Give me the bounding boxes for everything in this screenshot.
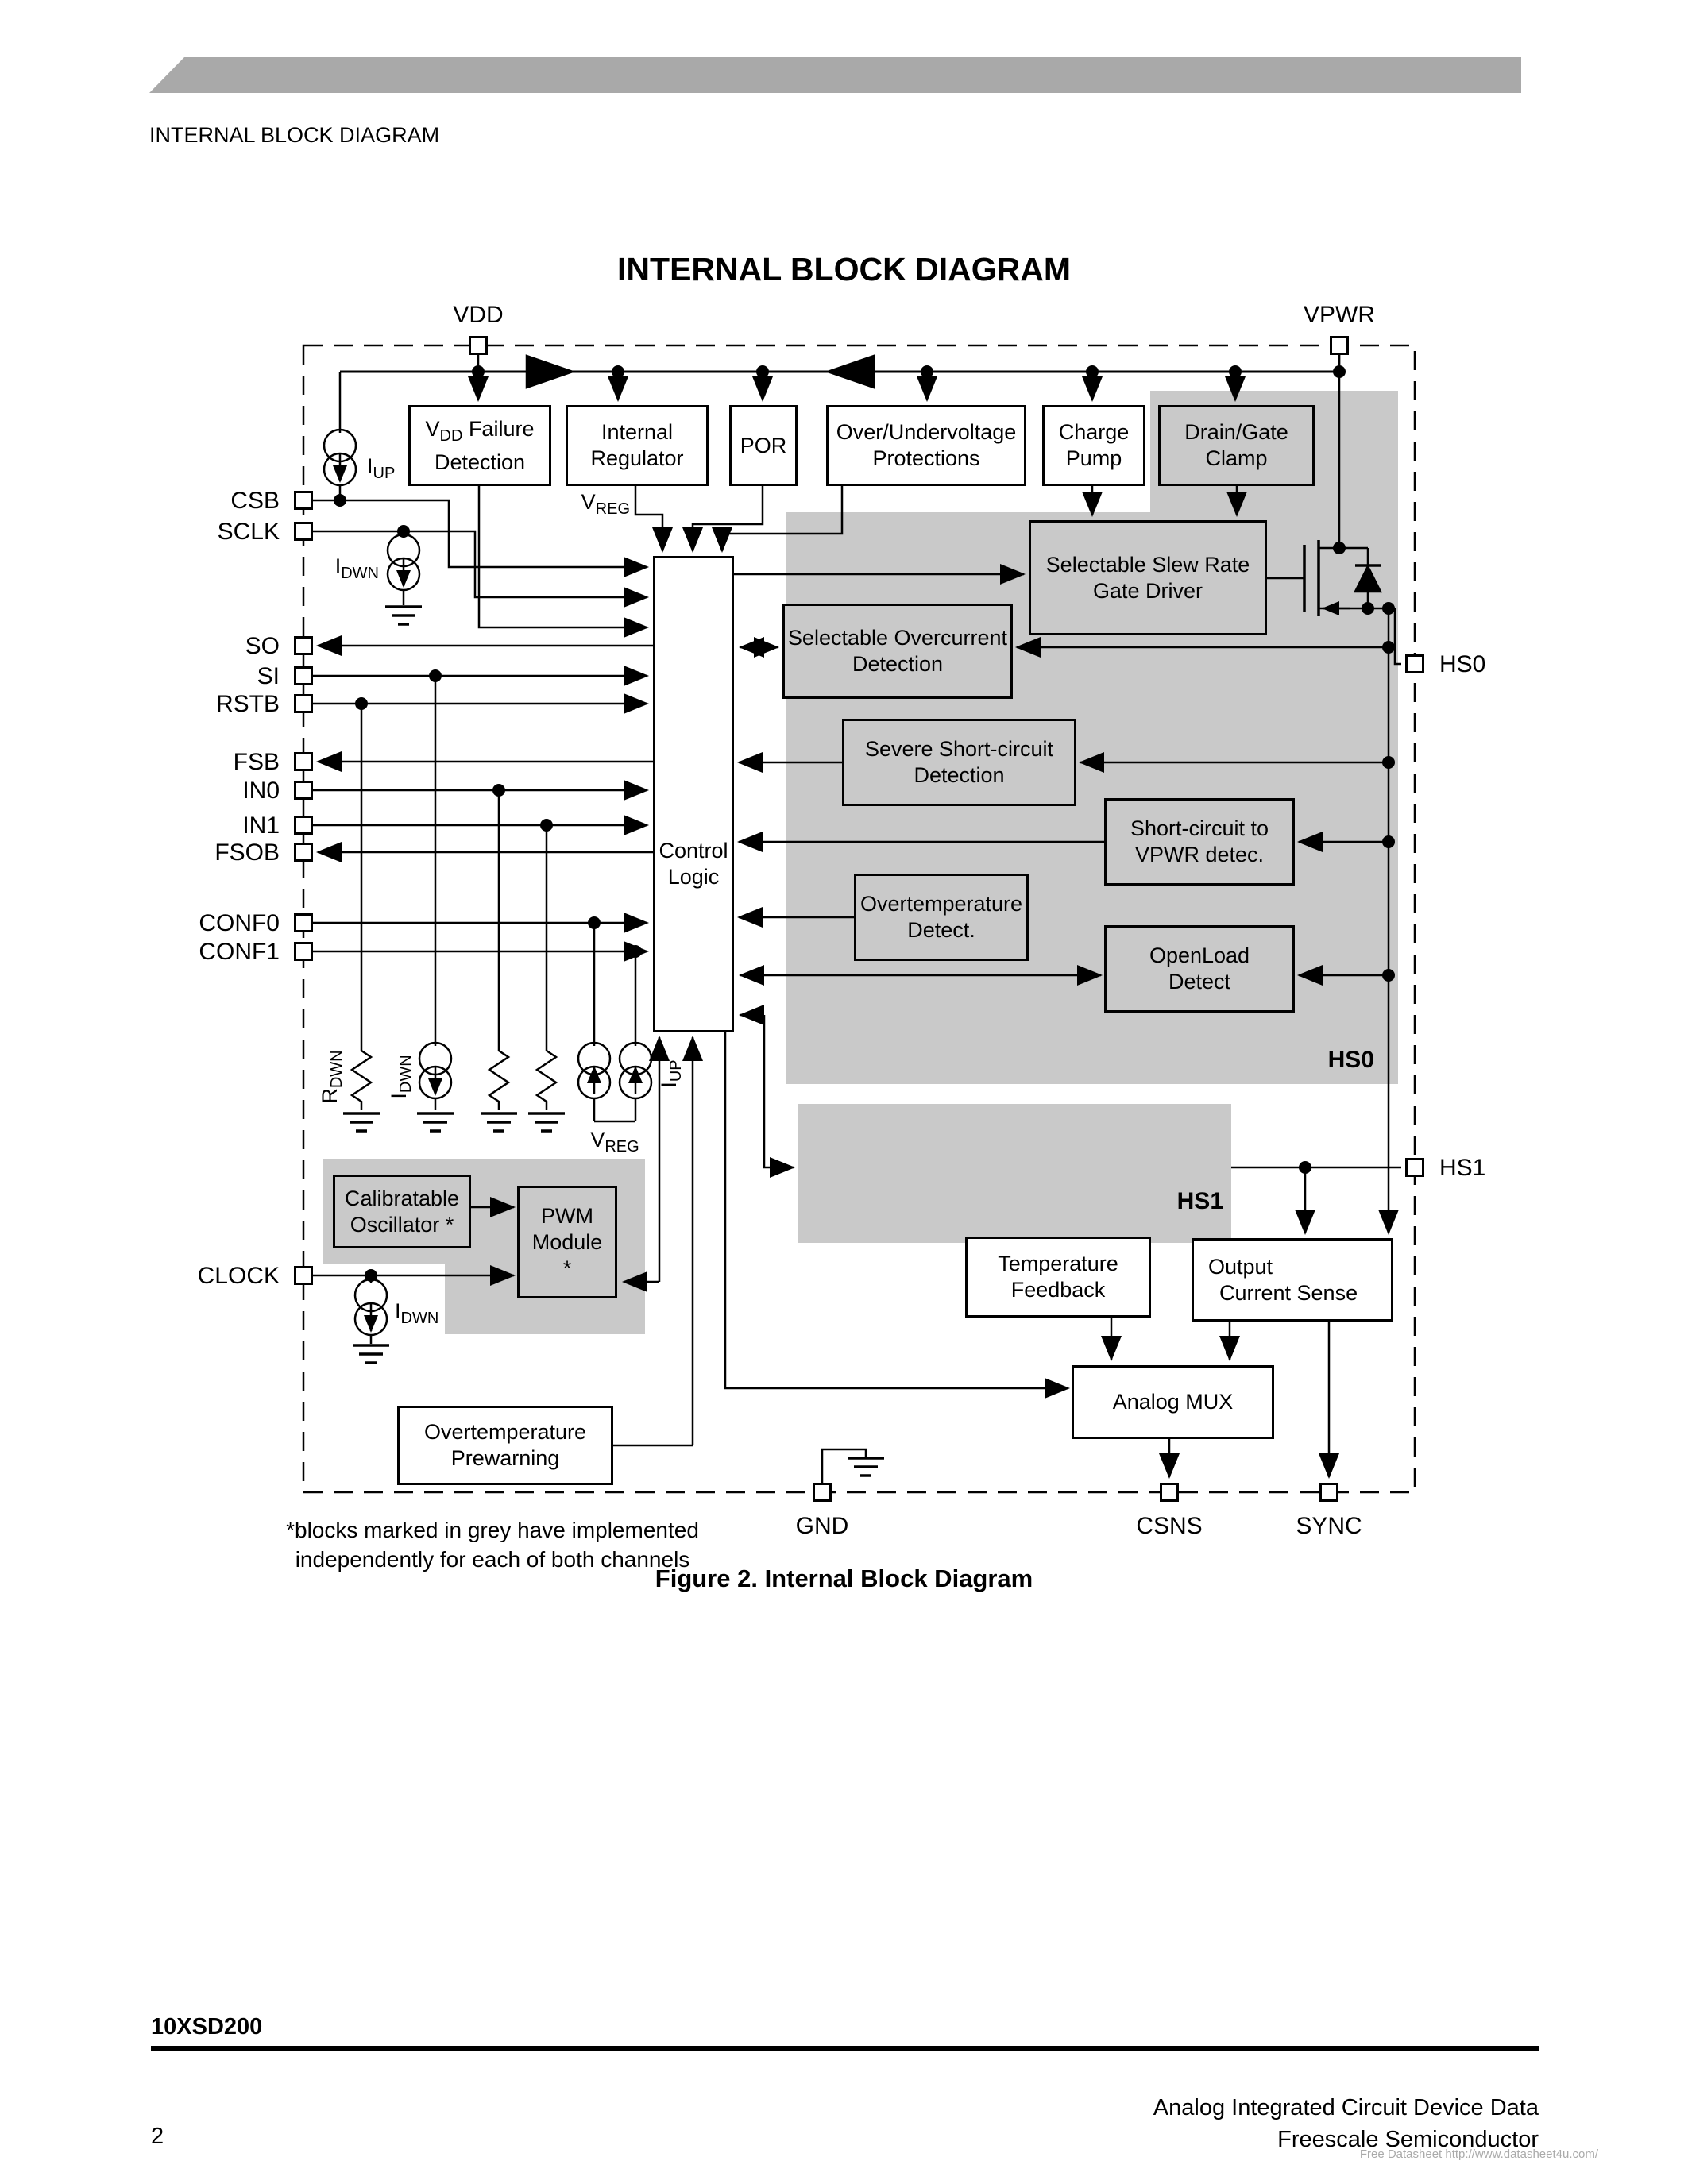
- label-idwn-clock: IDWN: [395, 1299, 439, 1327]
- pin-label-vdd: VDD: [453, 302, 504, 328]
- pin-label-conf1: CONF1: [199, 939, 280, 965]
- pin-in0: [294, 781, 313, 800]
- pin-label-csns: CSNS: [1136, 1513, 1203, 1539]
- current-source-iup-top: [323, 372, 357, 500]
- label-rdwn: RDWN: [318, 1050, 346, 1104]
- pin-hs1: [1405, 1158, 1424, 1177]
- label-iup-pull: IUP: [657, 1059, 685, 1088]
- block-por: POR: [729, 405, 798, 486]
- label-iup-top: IUP: [367, 454, 396, 482]
- region-label-hs0: HS0: [1327, 1047, 1374, 1073]
- pin-label-clock: CLOCK: [197, 1263, 280, 1289]
- pin-rstb: [294, 694, 313, 713]
- pin-hs0: [1405, 654, 1424, 673]
- footer-page-number: 2: [151, 2124, 164, 2149]
- pin-gnd: [813, 1483, 832, 1502]
- resistor-in1-pull: [528, 1043, 565, 1133]
- pin-label-sclk: SCLK: [217, 519, 280, 545]
- current-source-idwn-sclk: [385, 531, 422, 626]
- pin-fsob: [294, 843, 313, 862]
- pin-clock: [294, 1266, 313, 1285]
- pin-label-csb: CSB: [230, 488, 280, 514]
- diode-symbol: [1353, 548, 1383, 608]
- pin-vpwr: [1330, 336, 1349, 355]
- page-header: INTERNAL BLOCK DIAGRAM: [149, 123, 440, 147]
- pin-label-rstb: RSTB: [215, 691, 280, 717]
- pin-conf1: [294, 942, 313, 961]
- pin-label-vpwr: VPWR: [1304, 302, 1375, 328]
- pin-label-in1: IN1: [242, 812, 280, 839]
- ground-symbol: [385, 605, 422, 626]
- pin-label-gnd: GND: [795, 1513, 849, 1539]
- junction-dots: [334, 365, 1395, 1282]
- current-source-iup-conf1: [618, 1041, 653, 1121]
- pin-sclk: [294, 522, 313, 541]
- pin-label-conf0: CONF0: [199, 910, 280, 936]
- pin-label-hs1: HS1: [1439, 1155, 1486, 1181]
- pin-label-hs0: HS0: [1439, 651, 1486, 677]
- resistor-rdwn: [343, 1043, 380, 1133]
- pin-in1: [294, 816, 313, 835]
- region-hs1: [798, 1104, 1231, 1243]
- mosfet-symbol: [1267, 540, 1395, 616]
- pin-label-sync: SYNC: [1296, 1513, 1362, 1539]
- pin-csb: [294, 491, 313, 510]
- pin-label-fsb: FSB: [233, 749, 280, 775]
- pin-conf0: [294, 913, 313, 932]
- pin-csns: [1160, 1483, 1179, 1502]
- pin-vdd: [469, 336, 488, 355]
- label-vreg-pull: VREG: [590, 1128, 639, 1156]
- current-source-idwn-pull: [417, 1041, 454, 1133]
- region-label-hs1: HS1: [1176, 1188, 1223, 1214]
- pin-so: [294, 636, 313, 655]
- page-title: INTERNAL BLOCK DIAGRAM: [617, 251, 1071, 287]
- label-vreg-top: VREG: [581, 490, 630, 518]
- bus-arrow-left: [825, 354, 875, 389]
- pin-sync: [1319, 1483, 1338, 1502]
- footer-watermark: Free Datasheet http://www.datasheet4u.co…: [1359, 2147, 1598, 2161]
- figure-caption: Figure 2. Internal Block Diagram: [655, 1565, 1033, 1592]
- pin-fsb: [294, 752, 313, 771]
- footer-part-number: 10XSD200: [151, 2014, 263, 2039]
- top-banner-bar: [149, 57, 1521, 93]
- pin-label-fsob: FSOB: [214, 839, 280, 866]
- footer-rule: [151, 2046, 1539, 2051]
- pin-label-si: SI: [257, 663, 280, 689]
- current-source-iup-conf0: [577, 1041, 612, 1121]
- bus-arrow-right: [525, 354, 576, 389]
- block-analog-mux: Analog MUX: [1072, 1365, 1274, 1439]
- pin-label-in0: IN0: [242, 778, 280, 804]
- resistor-in0-pull: [481, 1043, 517, 1133]
- pin-label-so: SO: [245, 633, 280, 659]
- label-idwn-sclk: IDWN: [334, 554, 379, 582]
- label-idwn-pull: IDWN: [387, 1055, 415, 1099]
- current-source-idwn-clock: [353, 1275, 389, 1364]
- ground-gnd-pin: [821, 1448, 884, 1484]
- pin-si: [294, 666, 313, 685]
